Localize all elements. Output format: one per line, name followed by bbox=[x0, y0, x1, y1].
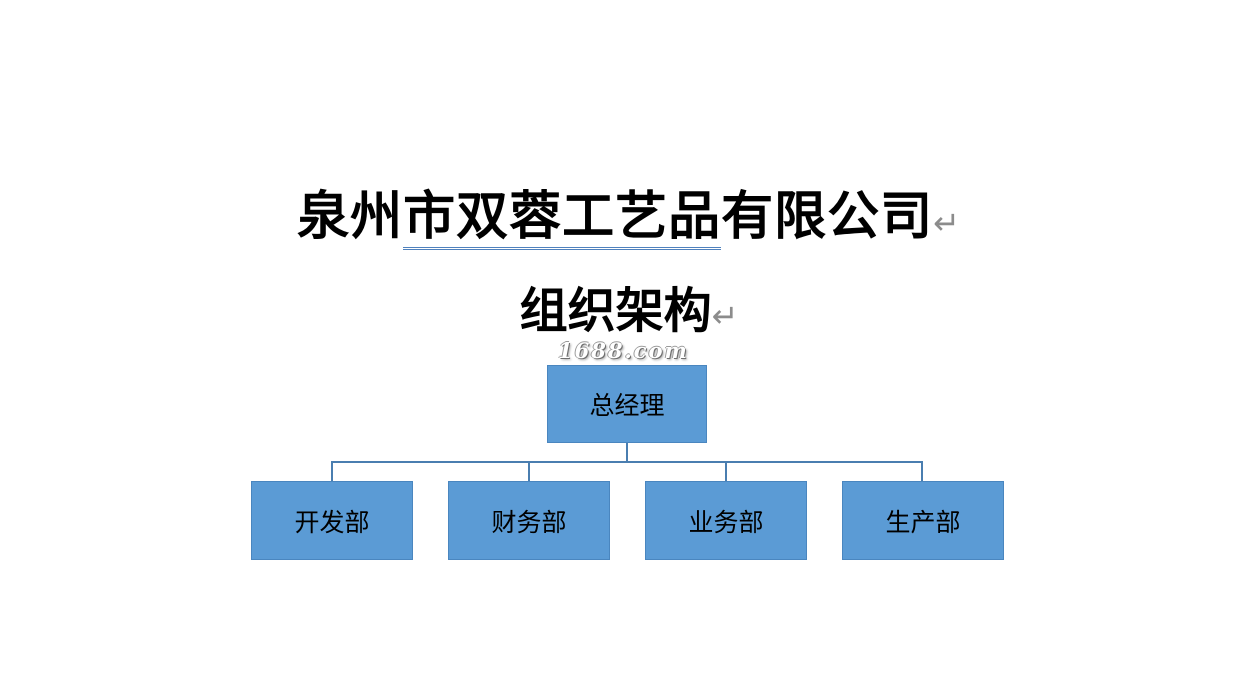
org-node-business-dept: 业务部 bbox=[645, 481, 807, 560]
org-node-development-dept: 开发部 bbox=[251, 481, 413, 560]
org-node-label: 生产部 bbox=[885, 507, 961, 537]
org-node-label: 财务部 bbox=[491, 507, 567, 537]
company-title-underlined: 市双蓉工艺品 bbox=[403, 187, 722, 250]
org-node-label: 总经理 bbox=[589, 391, 665, 420]
company-title: 泉州市双蓉工艺品有限公司↵ bbox=[0, 186, 1258, 254]
chart-subtitle: 组织架构↵ bbox=[0, 282, 1258, 345]
org-node-label: 开发部 bbox=[294, 507, 370, 537]
org-node-label: 业务部 bbox=[688, 507, 764, 537]
org-node-finance-dept: 财务部 bbox=[448, 481, 610, 560]
org-node-production-dept: 生产部 bbox=[842, 481, 1004, 560]
company-title-prefix: 泉州 bbox=[297, 187, 404, 247]
org-node-general-manager: 总经理 bbox=[547, 365, 707, 443]
company-title-suffix: 有限公司 bbox=[721, 187, 934, 247]
paragraph-mark-icon: ↵ bbox=[711, 297, 739, 335]
paragraph-mark-icon: ↵ bbox=[933, 204, 961, 242]
watermark-logo: 1688.com bbox=[558, 338, 689, 363]
chart-subtitle-text: 组织架构 bbox=[519, 283, 712, 339]
